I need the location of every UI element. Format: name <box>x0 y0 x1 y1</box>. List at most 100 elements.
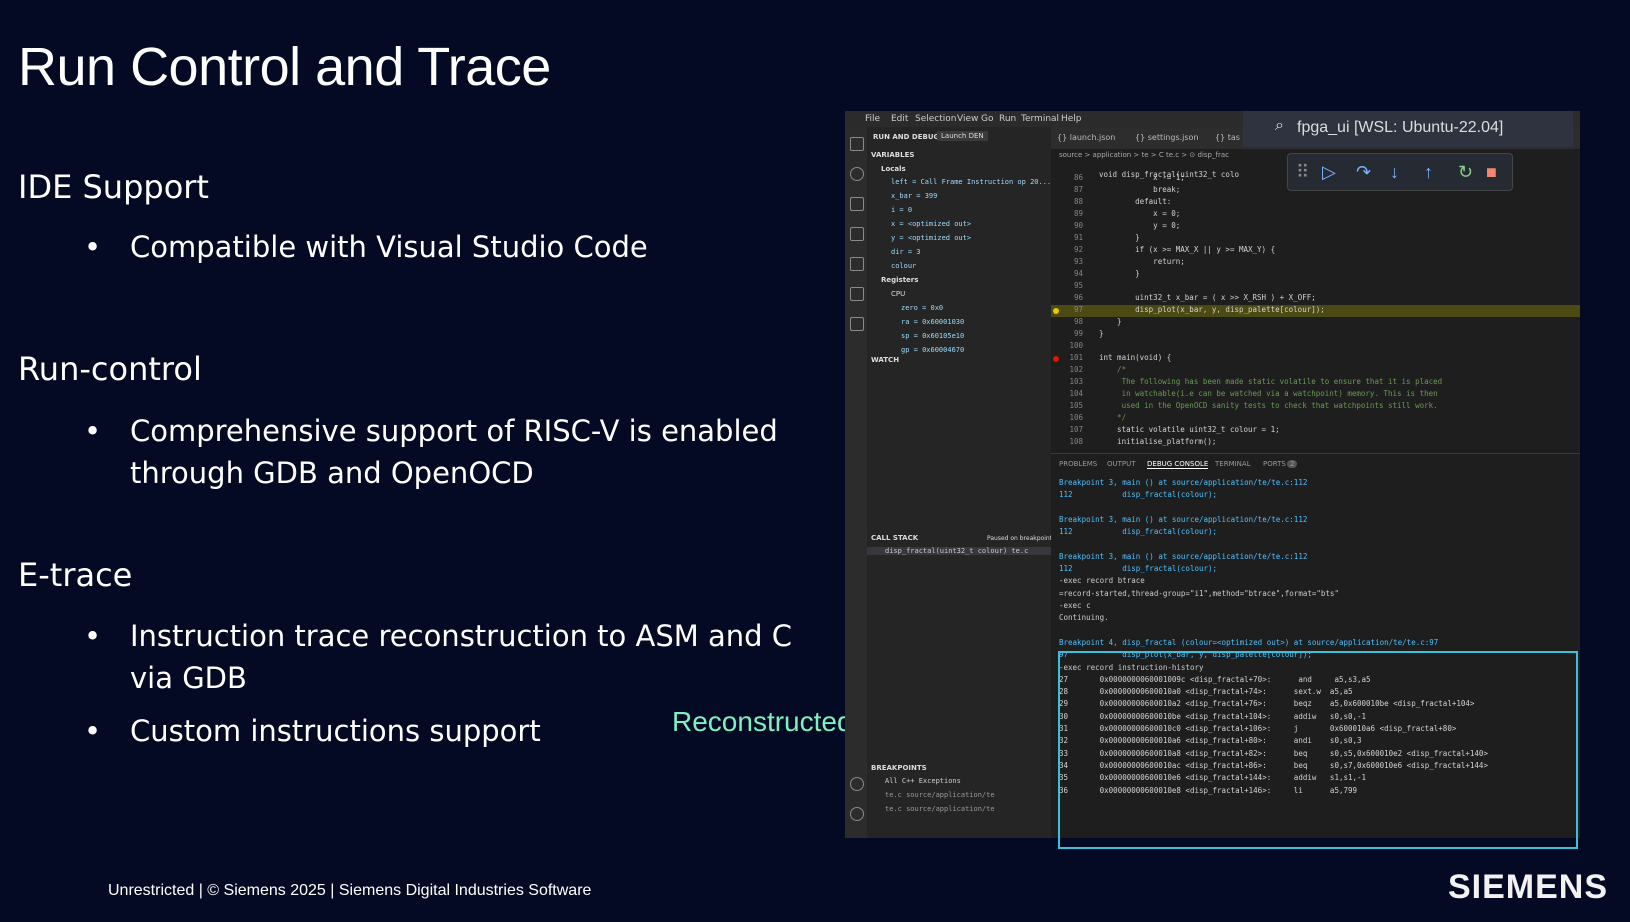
line-number: 103 <box>1069 377 1083 386</box>
activity-bar <box>845 127 867 838</box>
line-number: 100 <box>1069 341 1083 350</box>
code-line: 95 <box>1051 281 1580 293</box>
code-line: 102 /* <box>1051 365 1580 377</box>
tab-launch-json[interactable]: {} launch.json <box>1057 133 1116 142</box>
register-item[interactable]: ra = 0x60001030 <box>901 318 965 326</box>
continue-icon[interactable]: ▷ <box>1322 162 1336 182</box>
locals-header[interactable]: Locals <box>881 165 906 173</box>
code-line: 104 in watchable(i.e can be watched via … <box>1051 389 1580 401</box>
breakpoint-item[interactable]: te.c source/application/te <box>885 791 995 799</box>
testing-icon[interactable] <box>850 317 864 331</box>
menu-go[interactable]: Go <box>981 114 994 124</box>
tab-terminal[interactable]: TERMINAL <box>1215 460 1251 468</box>
breakpoint-item[interactable]: te.c source/application/te <box>885 805 995 813</box>
step-over-icon[interactable]: ↷ <box>1356 162 1372 182</box>
variable-item[interactable]: x = <optimized out> <box>891 220 972 228</box>
window-title[interactable]: fpga_ui [WSL: Ubuntu-22.04] <box>1297 119 1504 136</box>
bullet-text: Instruction trace reconstruction to ASM … <box>130 619 793 653</box>
restart-icon[interactable]: ↻ <box>1458 162 1474 182</box>
variable-item[interactable]: dir = 3 <box>891 248 921 256</box>
menu-file[interactable]: File <box>865 114 881 124</box>
code-text: disp_plot(x_bar, y, disp_palette[colour]… <box>1099 305 1325 314</box>
account-icon[interactable] <box>850 777 864 791</box>
menu-edit[interactable]: Edit <box>891 114 909 124</box>
code-text: y = 0; <box>1099 221 1181 230</box>
code-line: 108 initialise_platform(); <box>1051 437 1580 449</box>
code-text: initialise_platform(); <box>1099 437 1217 446</box>
debug-toolbar: ⠿ ▷ ↷ ↓ ↑ ↻ ■ <box>1287 153 1513 191</box>
bottom-panel: PROBLEMS OUTPUT DEBUG CONSOLE TERMINAL P… <box>1051 453 1580 838</box>
call-stack-frame[interactable]: disp_fractal(uint32_t colour) te.c <box>867 547 1051 555</box>
register-item[interactable]: zero = 0x0 <box>901 304 944 312</box>
gear-icon[interactable] <box>850 807 864 821</box>
console-line: Breakpoint 3, main () at source/applicat… <box>1059 478 1308 487</box>
search-icon: ⌕ <box>1275 117 1284 134</box>
code-line: 98 } <box>1051 317 1580 329</box>
breakpoint-icon[interactable] <box>1053 356 1059 362</box>
variable-item[interactable]: x_bar = 399 <box>891 192 938 200</box>
call-stack-header[interactable]: CALL STACK <box>871 534 919 542</box>
menu-run[interactable]: Run <box>999 114 1017 124</box>
bullet-text: Compatible with Visual Studio Code <box>130 230 648 264</box>
menu-selection[interactable]: Selection <box>915 114 957 124</box>
stop-icon[interactable]: ■ <box>1486 162 1497 182</box>
step-into-icon[interactable]: ↓ <box>1390 162 1399 182</box>
search-icon[interactable] <box>850 167 864 181</box>
source-control-icon[interactable] <box>850 197 864 211</box>
code-text: return; <box>1099 257 1185 266</box>
code-line: 103 The following has been made static v… <box>1051 377 1580 389</box>
menu-terminal[interactable]: Terminal <box>1021 114 1060 124</box>
tab-other[interactable]: {} tas <box>1215 133 1240 142</box>
variable-item[interactable]: colour <box>891 262 917 270</box>
code-line: 107 static volatile uint32_t colour = 1; <box>1051 425 1580 437</box>
console-line: Breakpoint 3, main () at source/applicat… <box>1059 514 1308 524</box>
window-title-overlay: ⌕ fpga_ui [WSL: Ubuntu-22.04] <box>1243 111 1573 147</box>
tab-debug-console[interactable]: DEBUG CONSOLE <box>1147 460 1209 469</box>
menu-view[interactable]: View <box>957 114 979 124</box>
bullet-dot: • <box>84 230 102 264</box>
line-number: 93 <box>1073 257 1083 266</box>
ports-count-badge: 2 <box>1287 460 1298 468</box>
code-line: 90 y = 0; <box>1051 221 1580 233</box>
variable-item[interactable]: y = <optimized out> <box>891 234 972 242</box>
cpu-header[interactable]: CPU <box>891 290 906 298</box>
call-stack-status: Paused on breakpoint <box>987 535 1053 542</box>
code-line: 86 x -= 1; <box>1051 173 1580 185</box>
tab-settings-json[interactable]: {} settings.json <box>1135 133 1199 142</box>
launch-config-select[interactable]: Launch DEN <box>937 131 988 141</box>
code-text: uint32_t x_bar = ( x >> X_RSH ) + X_OFF; <box>1099 293 1316 302</box>
run-and-debug-label: RUN AND DEBUG <box>873 133 940 141</box>
registers-header[interactable]: Registers <box>881 276 919 284</box>
tab-problems[interactable]: PROBLEMS <box>1059 460 1098 468</box>
variable-item[interactable]: left = Call Frame Instruction op 20... <box>891 178 1052 186</box>
current-line-icon[interactable] <box>1053 308 1059 314</box>
code-line: 106 */ <box>1051 413 1580 425</box>
run-debug-icon[interactable] <box>850 227 864 241</box>
console-line: 30 0x00000000600010be <disp_fractal+104>… <box>1059 711 1367 721</box>
remote-explorer-icon[interactable] <box>850 287 864 301</box>
code-line: 92 if (x >= MAX_X || y >= MAX_Y) { <box>1051 245 1580 257</box>
register-item[interactable]: sp = 0x60105e10 <box>901 332 965 340</box>
code-line: 88 default: <box>1051 197 1580 209</box>
line-number: 99 <box>1073 329 1083 338</box>
watch-header[interactable]: WATCH <box>871 356 900 364</box>
variable-item[interactable]: i = 0 <box>891 206 913 214</box>
extensions-icon[interactable] <box>850 257 864 271</box>
line-number: 95 <box>1073 281 1083 290</box>
tab-ports[interactable]: PORTS <box>1263 460 1286 468</box>
variables-header[interactable]: VARIABLES <box>871 151 915 159</box>
menu-help[interactable]: Help <box>1061 114 1082 124</box>
code-text: } <box>1099 329 1104 338</box>
code-line: 96 uint32_t x_bar = ( x >> X_RSH ) + X_O… <box>1051 293 1580 305</box>
breakpoint-item[interactable]: All C++ Exceptions <box>885 777 961 785</box>
breakpoints-header[interactable]: BREAKPOINTS <box>871 764 927 772</box>
tab-output[interactable]: OUTPUT <box>1107 460 1136 468</box>
line-number: 98 <box>1073 317 1083 326</box>
step-out-icon[interactable]: ↑ <box>1424 162 1433 182</box>
drag-handle-icon[interactable]: ⠿ <box>1296 162 1310 182</box>
register-item[interactable]: gp = 0x60004670 <box>901 346 965 354</box>
code-text: } <box>1099 317 1122 326</box>
explorer-icon[interactable] <box>850 137 864 151</box>
breadcrumb[interactable]: source > application > te > C te.c > ⊙ d… <box>1059 151 1229 159</box>
